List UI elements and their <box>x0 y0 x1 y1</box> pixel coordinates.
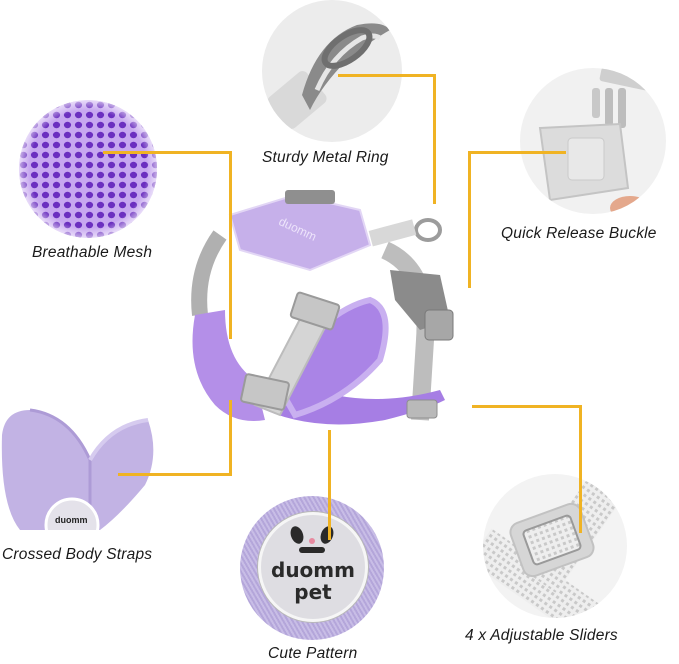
connector-ring <box>433 74 436 204</box>
connector-buckle <box>468 151 471 288</box>
cute-pattern-badge-image: duomm pet <box>240 496 384 640</box>
badge-text-pet: pet <box>294 580 332 604</box>
badge-text-duomm: duomm <box>271 558 355 582</box>
mesh-detail-image <box>18 100 158 238</box>
harness-main-image: duomm <box>185 190 470 440</box>
connector-straps <box>229 400 232 476</box>
slider-detail-image <box>483 474 627 618</box>
connector-mesh <box>229 151 232 339</box>
buckle-detail-image <box>520 68 666 214</box>
connector-straps <box>118 473 232 476</box>
connector-buckle <box>469 151 566 154</box>
connector-ring <box>338 74 435 77</box>
label-breathable-mesh: Breathable Mesh <box>32 244 153 261</box>
svg-text:duomm: duomm <box>55 515 88 525</box>
label-quick-release-buckle: Quick Release Buckle <box>501 225 657 242</box>
connector-mesh <box>103 151 231 154</box>
metal-ring-detail-image <box>262 0 402 142</box>
label-cute-pattern: Cute Pattern <box>268 645 358 662</box>
label-adjustable-sliders: 4 x Adjustable Sliders <box>465 627 618 644</box>
crossed-straps-detail-image: duomm <box>0 405 165 530</box>
label-crossed-body-straps: Crossed Body Straps <box>2 546 153 563</box>
connector-pattern <box>328 430 331 540</box>
label-sturdy-metal-ring: Sturdy Metal Ring <box>262 149 389 166</box>
connector-sliders <box>579 405 582 533</box>
connector-sliders <box>472 405 582 408</box>
